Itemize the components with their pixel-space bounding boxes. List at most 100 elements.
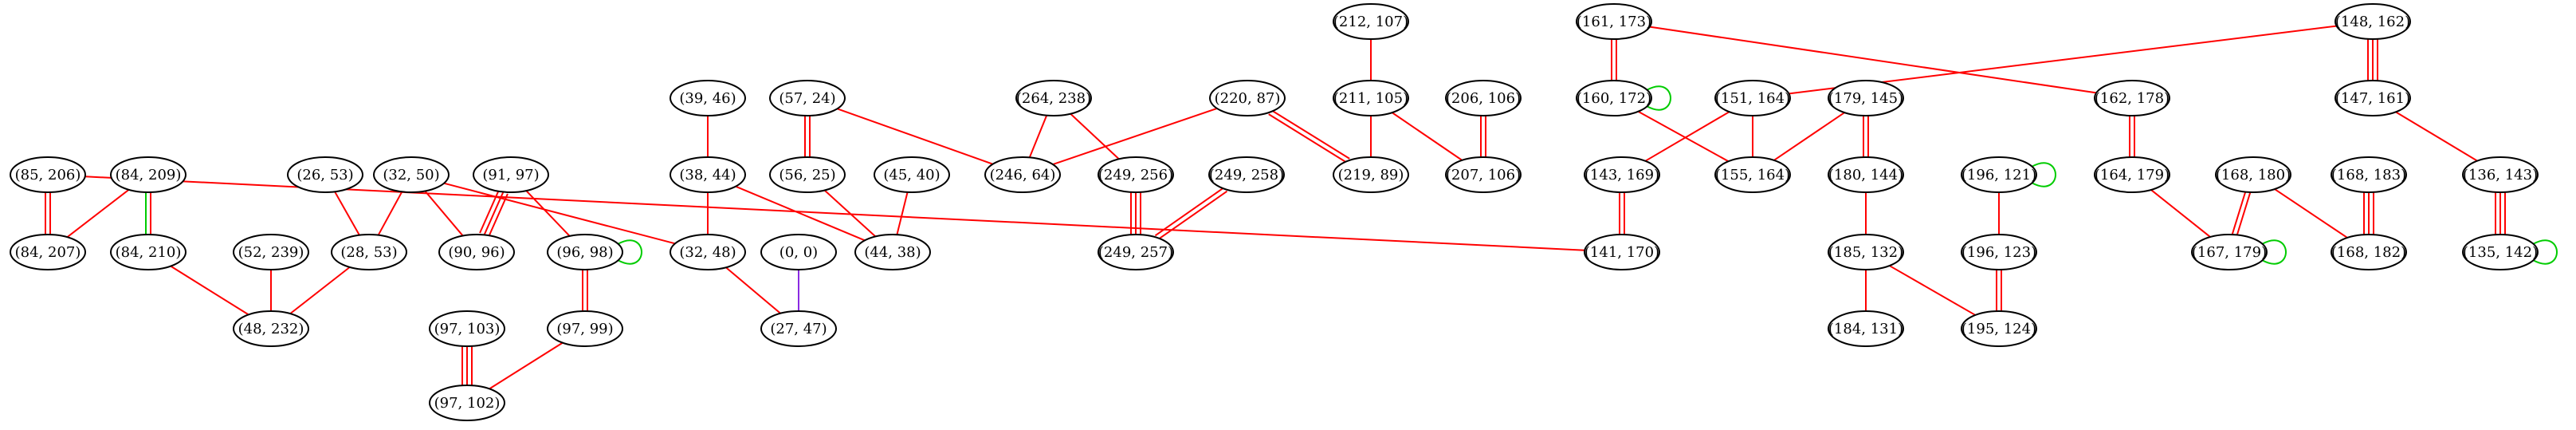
graph-node: (85, 206) bbox=[10, 156, 86, 193]
graph-node: (97, 99) bbox=[547, 310, 623, 347]
node-label: (168, 182) bbox=[2331, 244, 2406, 261]
graph-node: (246, 64) bbox=[984, 156, 1061, 193]
graph-node: (48, 232) bbox=[233, 310, 309, 347]
edge-n164_179-n167_179 bbox=[2150, 189, 2211, 238]
edge-n249_258-n249_257 bbox=[1157, 190, 1228, 241]
node-label: (246, 64) bbox=[990, 167, 1056, 183]
node-ellipse bbox=[233, 234, 309, 270]
node-label: (28, 53) bbox=[340, 244, 397, 261]
graph-node: (97, 103) bbox=[429, 310, 505, 347]
node-ellipse bbox=[110, 156, 187, 193]
node-label: (185, 132) bbox=[1828, 244, 1903, 261]
node-ellipse bbox=[1208, 156, 1285, 193]
node-ellipse bbox=[473, 156, 549, 193]
node-label: (164, 179) bbox=[2095, 167, 2170, 183]
graph-node: (39, 46) bbox=[670, 80, 746, 116]
node-ellipse bbox=[769, 80, 846, 116]
node-label: (196, 123) bbox=[1961, 244, 2036, 261]
graph-node: (32, 50) bbox=[373, 156, 450, 193]
node-ellipse bbox=[670, 156, 746, 193]
graph-node: (249, 257) bbox=[1098, 234, 1174, 270]
node-label: (184, 131) bbox=[1828, 321, 1903, 337]
node-label: (97, 99) bbox=[556, 321, 613, 337]
node-label: (0, 0) bbox=[779, 244, 818, 261]
node-ellipse bbox=[2191, 234, 2268, 270]
edge-n45_40-n44_38 bbox=[896, 191, 909, 235]
node-ellipse bbox=[2331, 234, 2407, 270]
node-ellipse bbox=[1828, 310, 1904, 347]
graph-node: (195, 124) bbox=[1961, 310, 2037, 347]
graph-node: (84, 207) bbox=[10, 234, 86, 270]
edge-n84_210-n48_232 bbox=[170, 265, 249, 316]
self-loops-layer bbox=[617, 85, 2558, 265]
node-label: (161, 173) bbox=[1577, 14, 1651, 30]
edge-n91_97-n90_96 bbox=[488, 193, 509, 238]
node-label: (220, 87) bbox=[1215, 90, 1281, 107]
graph-node: (162, 178) bbox=[2094, 80, 2170, 116]
node-label: (141, 170) bbox=[1584, 244, 1659, 261]
node-label: (56, 25) bbox=[779, 167, 835, 183]
node-label: (143, 169) bbox=[1584, 167, 1659, 183]
node-label: (57, 24) bbox=[779, 90, 835, 107]
node-label: (52, 239) bbox=[238, 244, 304, 261]
edge-n26_53-n28_53 bbox=[334, 191, 360, 236]
node-ellipse bbox=[2094, 156, 2170, 193]
node-ellipse bbox=[1961, 310, 2037, 347]
node-label: (84, 207) bbox=[15, 244, 81, 261]
node-label: (91, 97) bbox=[482, 167, 539, 183]
node-ellipse bbox=[1714, 156, 1791, 193]
node-label: (196, 121) bbox=[1961, 167, 2036, 183]
node-ellipse bbox=[429, 310, 505, 347]
node-ellipse bbox=[760, 234, 837, 270]
graph-node: (45, 40) bbox=[874, 156, 950, 193]
node-ellipse bbox=[1333, 3, 1409, 40]
node-label: (85, 206) bbox=[15, 167, 81, 183]
graph-node: (211, 105) bbox=[1333, 80, 1409, 116]
graph-node: (135, 142) bbox=[2462, 234, 2539, 270]
edge-n168_180-n167_179 bbox=[2231, 191, 2247, 235]
node-ellipse bbox=[2462, 156, 2539, 193]
edge-n91_97-n90_96 bbox=[483, 191, 505, 235]
node-ellipse bbox=[1828, 156, 1904, 193]
node-label: (38, 44) bbox=[679, 167, 736, 183]
edge-n161_173-n162_178 bbox=[1649, 26, 2097, 94]
node-label: (32, 50) bbox=[383, 167, 439, 183]
graph-node: (44, 38) bbox=[854, 234, 931, 270]
node-ellipse bbox=[1961, 234, 2037, 270]
node-ellipse bbox=[2462, 234, 2539, 270]
node-ellipse bbox=[2334, 80, 2411, 116]
edge-n168_180-n168_182 bbox=[2274, 188, 2348, 239]
edge-n185_132-n195_124 bbox=[1889, 265, 1976, 316]
graph-node: (97, 102) bbox=[429, 385, 505, 421]
node-ellipse bbox=[670, 80, 746, 116]
edge-n179_145-n155_164 bbox=[1773, 112, 1845, 161]
node-ellipse bbox=[670, 234, 746, 270]
edge-n264_238-n246_64 bbox=[1028, 115, 1048, 158]
node-ellipse bbox=[874, 156, 950, 193]
node-ellipse bbox=[233, 310, 309, 347]
node-ellipse bbox=[1961, 156, 2037, 193]
node-ellipse bbox=[10, 234, 86, 270]
node-ellipse bbox=[1576, 80, 1652, 116]
nodes-layer: (85, 206)(84, 209)(84, 207)(84, 210)(26,… bbox=[10, 3, 2539, 421]
node-label: (249, 258) bbox=[1209, 167, 1284, 183]
node-label: (162, 178) bbox=[2095, 90, 2170, 107]
node-label: (212, 107) bbox=[1333, 14, 1408, 30]
graph-node: (185, 132) bbox=[1828, 234, 1904, 270]
graph-node: (249, 258) bbox=[1208, 156, 1285, 193]
edge-n56_25-n44_38 bbox=[823, 189, 877, 238]
edge-n32_50-n28_53 bbox=[377, 191, 403, 236]
graph-node: (168, 182) bbox=[2331, 234, 2407, 270]
node-ellipse bbox=[1584, 234, 1660, 270]
node-ellipse bbox=[1576, 3, 1652, 40]
graph-node: (151, 164) bbox=[1714, 80, 1791, 116]
edge-n211_105-n207_106 bbox=[1392, 112, 1463, 161]
graph-node: (220, 87) bbox=[1209, 80, 1286, 116]
node-ellipse bbox=[1333, 156, 1409, 193]
edge-n97_99-n97_102 bbox=[489, 341, 564, 390]
node-label: (211, 105) bbox=[1333, 90, 1408, 107]
graph-node: (26, 53) bbox=[287, 156, 363, 193]
node-ellipse bbox=[547, 234, 623, 270]
node-ellipse bbox=[1098, 234, 1174, 270]
graph-node: (168, 180) bbox=[2215, 156, 2291, 193]
